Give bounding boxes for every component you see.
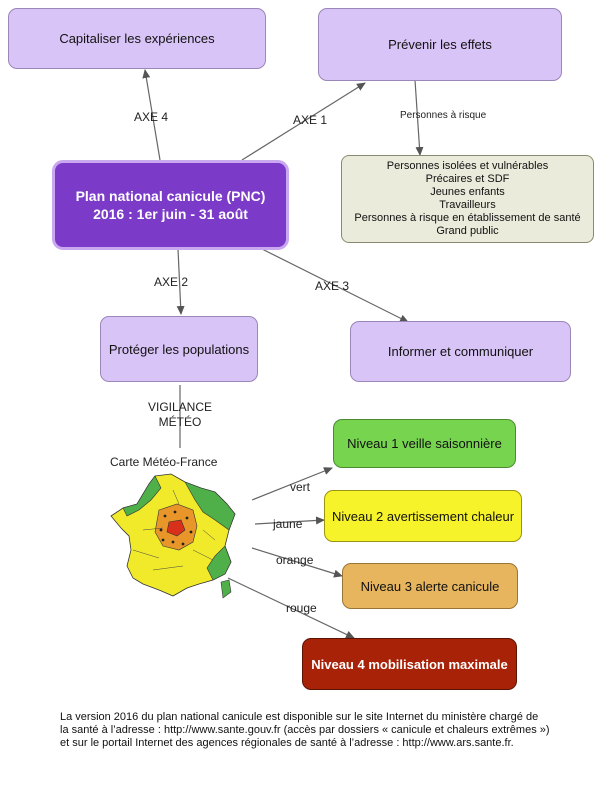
node-prevenir: Prévenir les effets <box>318 8 562 81</box>
arrow-axe4 <box>142 69 161 161</box>
label-vigilance: VIGILANCE MÉTÉO <box>147 400 213 429</box>
arrow-axe3 <box>257 246 409 323</box>
label-orange: orange <box>276 553 314 567</box>
france-vigilance-map <box>110 473 236 599</box>
node-niveau1: Niveau 1 veille saisonnière <box>333 419 516 468</box>
label-rouge: rouge <box>286 601 317 615</box>
arrow-rouge <box>227 577 355 639</box>
risk-group-item: Jeunes enfants <box>430 186 505 198</box>
label-vert: vert <box>290 480 311 494</box>
arrow-risk <box>414 79 424 156</box>
node-niveau2: Niveau 2 avertissement chaleur <box>324 490 522 542</box>
arrow-orange <box>251 547 343 578</box>
footer-note: La version 2016 du plan national canicul… <box>60 711 550 749</box>
node-capitaliser: Capitaliser les expériences <box>8 8 266 69</box>
risk-group-item: Grand public <box>436 225 499 237</box>
node-informer: Informer et communiquer <box>350 321 571 382</box>
risk-group-item: Personnes à risque en établissement de s… <box>354 212 581 224</box>
label-carte: Carte Météo-France <box>110 455 218 469</box>
risk-group-item: Précaires et SDF <box>425 173 510 185</box>
node-niveau3: Niveau 3 alerte canicule <box>342 563 518 609</box>
label-axe3: AXE 3 <box>315 279 350 293</box>
label-axe1: AXE 1 <box>293 113 328 127</box>
label-axe4: AXE 4 <box>134 110 169 124</box>
label-personnes-risque: Personnes à risque <box>400 110 487 121</box>
node-pnc: Plan national canicule (PNC) 2016 : 1er … <box>52 160 289 250</box>
risk-group-item: Travailleurs <box>439 199 496 211</box>
pnc-title: Plan national canicule (PNC) <box>75 188 266 204</box>
arrow-jaune <box>254 516 325 525</box>
node-niveau4: Niveau 4 mobilisation maximale <box>302 638 517 690</box>
node-risk-groups: Personnes isolées et vulnérables Précair… <box>341 155 594 243</box>
risk-group-item: Personnes isolées et vulnérables <box>386 160 549 172</box>
arrow-axe1 <box>241 82 366 161</box>
arrow-vert <box>251 467 333 501</box>
label-axe2: AXE 2 <box>154 275 189 289</box>
pnc-dates: 2016 : 1er juin - 31 août <box>93 206 248 222</box>
node-proteger: Protéger les populations <box>100 316 258 382</box>
arrow-axe2 <box>176 248 185 315</box>
label-jaune: jaune <box>273 517 303 531</box>
